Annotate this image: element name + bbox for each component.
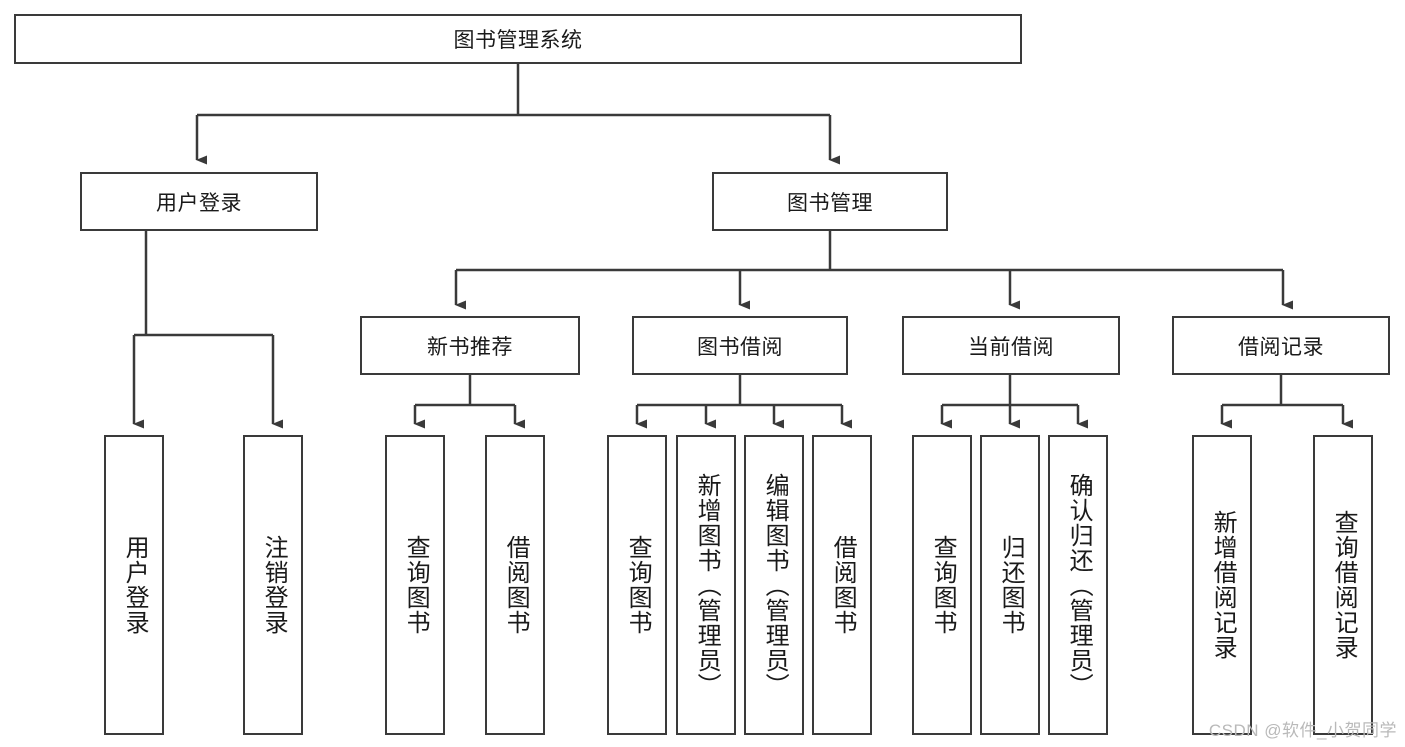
leaf-add-borrow-record[interactable]: 新增借阅记录: [1192, 435, 1252, 735]
node-label: 编辑图书（管理员）: [761, 472, 789, 698]
node-label: 用户登录: [121, 535, 149, 635]
node-label: 图书管理: [787, 191, 873, 215]
node-book-management[interactable]: 图书管理: [712, 172, 948, 231]
node-current-borrow[interactable]: 当前借阅: [902, 316, 1120, 375]
leaf-user-login[interactable]: 用户登录: [104, 435, 164, 735]
node-label: 归还图书: [997, 535, 1025, 635]
node-book-borrow[interactable]: 图书借阅: [632, 316, 848, 375]
leaf-add-book-admin[interactable]: 新增图书（管理员）: [676, 435, 736, 735]
leaf-borrow-book[interactable]: 借阅图书: [812, 435, 872, 735]
node-label: 图书借阅: [697, 335, 783, 359]
node-new-book-recommend[interactable]: 新书推荐: [360, 316, 580, 375]
node-user-login[interactable]: 用户登录: [80, 172, 318, 231]
leaf-return-book[interactable]: 归还图书: [980, 435, 1040, 735]
node-label: 借阅记录: [1238, 335, 1324, 359]
csdn-watermark: CSDN @软件_小贺同学: [1208, 721, 1397, 740]
leaf-query-book-recommend[interactable]: 查询图书: [385, 435, 445, 735]
leaf-borrow-book-recommend[interactable]: 借阅图书: [485, 435, 545, 735]
node-label: 借阅图书: [502, 535, 530, 635]
node-label: 用户登录: [156, 191, 242, 215]
node-label: 查询借阅记录: [1330, 510, 1358, 660]
node-label: 查询图书: [929, 535, 957, 635]
node-label: 确认归还（管理员）: [1065, 472, 1093, 698]
leaf-query-borrow-record[interactable]: 查询借阅记录: [1313, 435, 1373, 735]
node-label: 新书推荐: [427, 335, 513, 359]
node-label: 查询图书: [624, 535, 652, 635]
node-label: 当前借阅: [968, 335, 1054, 359]
node-label: 图书管理系统: [453, 29, 583, 52]
node-label: 新增借阅记录: [1209, 510, 1237, 660]
node-label: 借阅图书: [829, 535, 857, 635]
leaf-query-book-current[interactable]: 查询图书: [912, 435, 972, 735]
node-label: 新增图书（管理员）: [693, 472, 721, 698]
leaf-user-logout[interactable]: 注销登录: [243, 435, 303, 735]
leaf-query-book-borrow[interactable]: 查询图书: [607, 435, 667, 735]
node-label: 查询图书: [402, 535, 430, 635]
leaf-edit-book-admin[interactable]: 编辑图书（管理员）: [744, 435, 804, 735]
leaf-confirm-return-admin[interactable]: 确认归还（管理员）: [1048, 435, 1108, 735]
node-root-book-management-system[interactable]: 图书管理系统: [14, 14, 1022, 64]
node-label: 注销登录: [260, 535, 288, 635]
node-borrow-record[interactable]: 借阅记录: [1172, 316, 1390, 375]
